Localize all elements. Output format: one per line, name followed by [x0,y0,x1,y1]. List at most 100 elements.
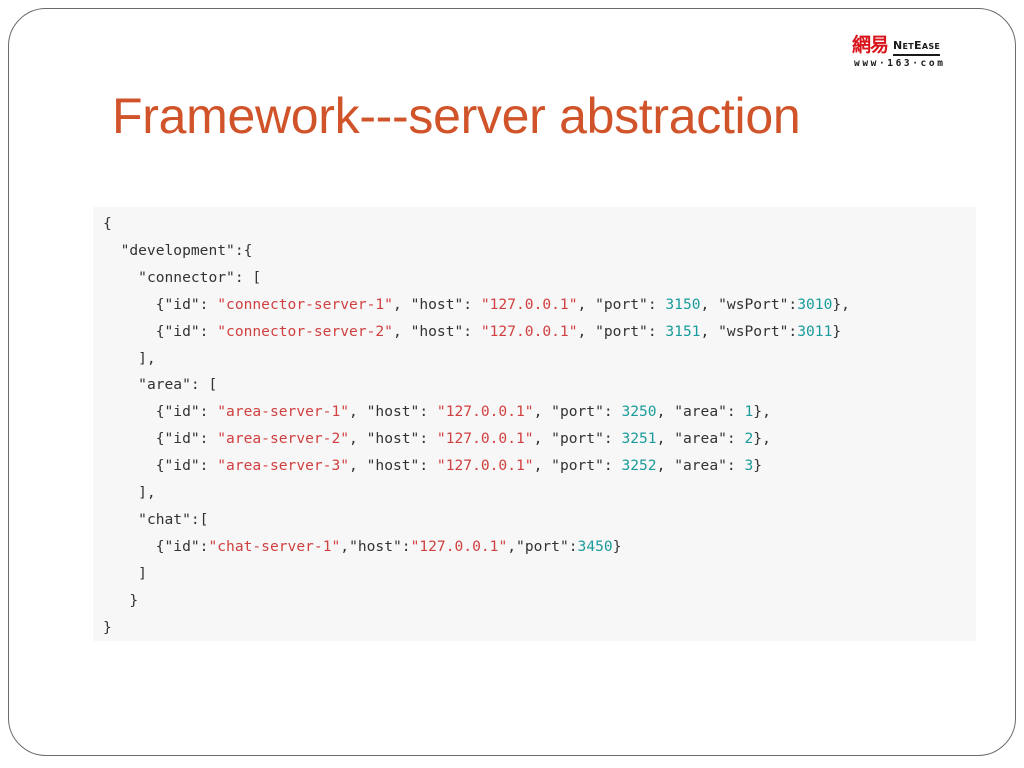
code-punctuation-token: : [ [234,268,262,286]
code-line: {"id":"chat-server-1","host":"127.0.0.1"… [103,533,622,560]
code-punctuation-token: : [199,295,218,313]
code-punctuation-token: , [656,457,675,475]
code-punctuation-token: : [603,457,622,475]
code-punctuation-token: : [463,295,481,313]
code-punctuation-token: , [392,295,411,313]
code-punctuation-token: } [103,618,112,636]
code-line: {"id": "connector-server-2", "host": "12… [103,318,841,345]
code-punctuation-token: : [199,537,209,555]
code-string-token: "connector-server-2" [217,322,393,340]
code-block: { "development":{ "connector": [ {"id": … [93,207,976,641]
code-punctuation-token: , [656,403,675,421]
code-line: {"id": "connector-server-1", "host": "12… [103,291,850,318]
code-string-token: "127.0.0.1" [436,457,534,475]
code-number-token: 3 [744,457,754,475]
code-string-token: "area-server-2" [217,430,350,448]
code-punctuation-token: { [103,322,165,340]
code-punctuation-token: { [103,457,165,475]
code-key-token: "host" [410,295,464,313]
code-key-token: "port" [551,403,604,421]
code-punctuation-token: : [603,403,622,421]
code-punctuation-token: , [577,295,596,313]
code-punctuation-token [103,376,138,393]
code-key-token: "id" [164,457,200,475]
netease-logo: 網易 NetEase www·163·com [852,34,976,72]
code-number-token: 2 [744,430,754,448]
code-punctuation-token: : [726,430,745,448]
code-string-token: "127.0.0.1" [410,537,508,555]
code-line: { [103,210,112,237]
code-punctuation-token: : [788,295,798,313]
code-key-token: "wsPort" [718,295,789,313]
code-key-token: "host" [349,537,402,555]
logo-chinese-text: 網易 [852,34,889,56]
code-punctuation-token: ], [103,349,156,367]
code-punctuation-token: , [656,430,675,448]
code-line: "chat":[ [103,506,208,533]
code-punctuation-token: , [533,430,552,448]
code-punctuation-token: ], [103,484,156,501]
code-punctuation-token: : [419,403,437,421]
code-punctuation-token: } [753,457,763,475]
code-line: } [103,614,112,641]
code-punctuation-token: ] [103,564,147,582]
code-line: "connector": [ [103,264,261,291]
code-number-token: 3450 [577,537,613,555]
code-number-token: 3010 [797,295,833,313]
logo-url-text: www·163·com [854,58,946,69]
code-key-token: "connector" [138,268,235,286]
code-string-token: "127.0.0.1" [480,322,578,340]
code-string-token: "127.0.0.1" [436,430,534,448]
code-key-token: "id" [164,403,200,421]
code-punctuation-token: } [832,322,842,340]
code-punctuation-token: : [788,322,798,340]
code-line: "area": [ [103,371,217,398]
code-key-token: "chat" [138,510,191,528]
code-punctuation-token: : [199,430,218,448]
code-punctuation-token: : [647,322,666,340]
code-line: ] [103,560,147,587]
code-string-token: "area-server-3" [217,457,350,475]
code-punctuation-token: , [349,403,367,421]
code-punctuation-token: : [463,322,481,340]
code-punctuation-token: : [401,537,411,555]
code-key-token: "host" [366,457,420,475]
code-punctuation-token: :{ [234,241,253,259]
code-punctuation-token: , [349,457,367,475]
code-line: } [103,587,138,614]
code-punctuation-token [103,269,138,286]
code-key-token: "area" [674,457,727,475]
code-string-token: "area-server-1" [217,403,350,421]
code-punctuation-token: , [392,322,411,340]
code-punctuation-token: , [349,430,367,448]
code-key-token: "id" [164,537,200,555]
code-number-token: 3011 [797,322,833,340]
code-punctuation-token: { [103,215,112,232]
code-punctuation-token: , [700,322,719,340]
code-key-token: "area" [138,376,191,394]
code-number-token: 1 [744,403,754,421]
code-number-token: 3252 [621,457,657,475]
code-punctuation-token: :[ [190,510,209,528]
logo-english-text: NetEase [893,39,941,56]
code-punctuation-token: : [ [190,376,218,394]
code-key-token: "port" [551,430,604,448]
code-punctuation-token: } [103,591,139,609]
code-punctuation-token: { [103,537,165,555]
code-line: "development":{ [103,237,253,264]
code-punctuation-token: : [603,430,622,448]
code-number-token: 3251 [621,430,657,448]
code-key-token: "port" [551,457,604,475]
slide-title: Framework---server abstraction [112,88,801,144]
code-number-token: 3151 [665,322,701,340]
code-string-token: "127.0.0.1" [480,295,578,313]
code-punctuation-token: : [419,457,437,475]
code-punctuation-token: { [103,430,165,448]
code-punctuation-token: : [199,403,218,421]
code-punctuation-token: , [507,537,517,555]
code-punctuation-token [103,511,138,528]
code-string-token: "chat-server-1" [208,537,341,555]
code-line: {"id": "area-server-3", "host": "127.0.0… [103,452,762,479]
code-punctuation-token: , [577,322,596,340]
code-key-token: "wsPort" [718,322,789,340]
